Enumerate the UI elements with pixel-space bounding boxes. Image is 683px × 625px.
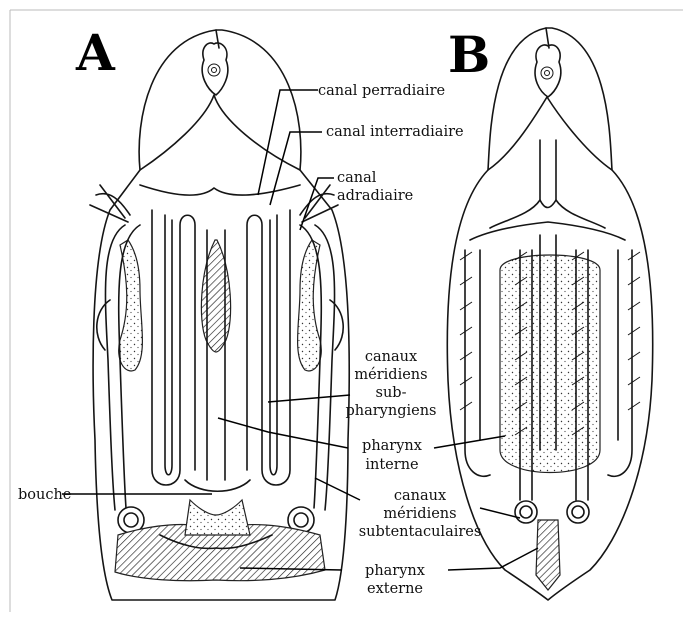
- label-pharynx-externe-1: pharynx: [365, 563, 425, 579]
- label-subtentaculaires-2: méridiens: [383, 506, 456, 522]
- label-pharynx-interne-1: pharynx: [362, 438, 422, 454]
- label-canal-adradiaire-1: canal: [337, 170, 377, 186]
- label-subtentaculaires-3: subtentaculaires: [359, 524, 482, 540]
- figure-a: [90, 30, 349, 600]
- label-canal-adradiaire-2: adradiaire: [337, 188, 413, 204]
- label-canal-interradiaire: canal interradiaire: [326, 124, 464, 140]
- label-subpharyngiens-3: sub-: [376, 385, 407, 401]
- label-subpharyngiens-1: canaux: [365, 349, 417, 365]
- label-pharynx-externe-2: externe: [367, 581, 423, 597]
- label-bouche: bouche: [18, 487, 71, 503]
- panel-label-a: A: [75, 23, 116, 82]
- label-subpharyngiens-2: méridiens: [354, 367, 427, 383]
- label-subtentaculaires-1: canaux: [394, 488, 446, 504]
- label-pharynx-interne-2: interne: [365, 457, 418, 473]
- figure-b: [447, 28, 652, 600]
- panel-label-b: B: [448, 25, 490, 84]
- label-canal-perradiaire: canal perradiaire: [318, 83, 445, 99]
- label-subpharyngiens-4: pharyngiens: [345, 403, 436, 419]
